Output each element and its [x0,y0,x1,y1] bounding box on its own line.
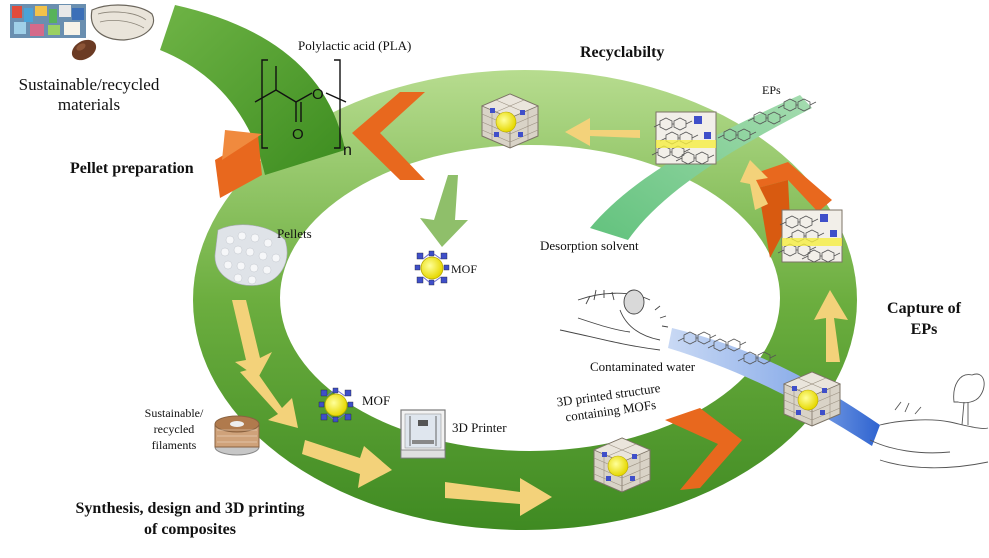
arrow-release-mof [420,175,468,247]
label-materials: Sustainable/recycled materials [18,75,160,114]
pla-feed-stream [160,5,345,175]
flow-arrow-bottom-2 [445,478,552,516]
printer-image [400,409,446,459]
mof-structure-printed [593,437,651,493]
chevron-bottom [665,408,742,490]
label-mof-center: MOF [451,262,478,276]
mof-structure-recycle [481,93,539,149]
mof-structure-loaded-top [652,112,716,164]
label-mof-lower: MOF [362,393,391,408]
mof-particle-center [414,250,450,286]
label-pla-n: n [343,142,352,159]
materials-images [10,4,155,61]
flow-arrow-up-right [814,290,848,362]
label-synthesis: Synthesis, design and 3D printing of com… [75,500,305,538]
eps-stream [590,95,812,240]
ring-inner-hole [280,145,780,451]
flow-arrow-down-1 [232,300,272,378]
pla-structural-formula [254,59,347,149]
label-recyclability: Recyclabilty [580,44,665,61]
flow-arrow-top-up [740,160,768,210]
chevron-pellet [215,135,262,198]
flow-arrow-down-2 [240,368,298,428]
label-pla: Polylactic acid (PLA) [298,38,412,53]
label-eps: EPs [762,83,781,97]
label-3d-printer: 3D Printer [452,420,507,435]
pellets-image [214,224,288,286]
mof-particle-lower [318,387,354,423]
flow-arrows [232,118,848,516]
chevron-top-left [352,92,425,180]
flow-arrow-bottom-1 [302,440,392,488]
mof-structure-loaded-right [778,210,842,262]
pla-oxygen-1: O [312,86,324,103]
pla-oxygen-2: O [292,126,304,143]
label-filaments: Sustainable/ recycled filaments [144,406,204,452]
label-capture-eps: Capture of EPs [887,300,961,338]
label-contaminated-water: Contaminated water [590,359,696,374]
label-desorption-solvent: Desorption solvent [540,238,639,253]
river-tree-sketch [869,373,989,469]
flow-arrow-top [565,118,640,146]
outfall-sketch [559,289,669,351]
chevron-pellet-2 [222,130,262,160]
filament-spool-image [214,415,260,456]
label-pellet-preparation: Pellet preparation [70,160,194,177]
chevron-right-2 [758,180,790,258]
label-pellets: Pellets [277,226,312,241]
mof-structure-water [783,371,841,427]
